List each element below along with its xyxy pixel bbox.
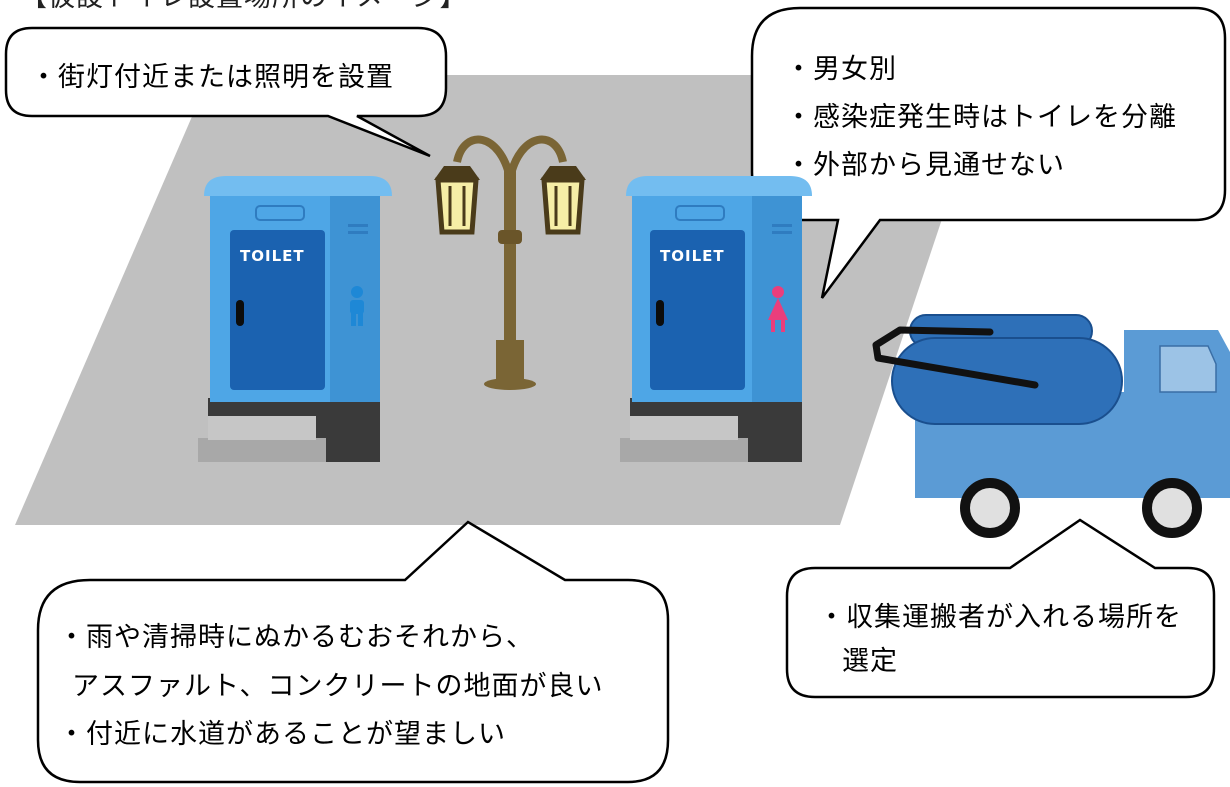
toilet-label: TOILET [660, 247, 725, 265]
female-sign-icon [768, 286, 788, 332]
callout-separation-line-1: ・男女別 [785, 54, 897, 85]
callout-access-line-2: 選定 [842, 646, 898, 677]
callout-ground-line-1: ・雨や清掃時にぬかるむおそれから、 [58, 622, 534, 653]
callout-separation-line-3: ・外部から見通せない [785, 150, 1065, 181]
male-sign-icon [350, 286, 364, 326]
callout-bubble-access [785, 518, 1216, 699]
callout-separation-line-2: ・感染症発生時はトイレを分離 [785, 102, 1177, 133]
toilet-male: TOILET [198, 176, 392, 462]
header-title: 【仮設トイレ設置場所のイメージ】 [20, 0, 467, 11]
callout-bubble-separation [750, 6, 1227, 299]
callout-ground-line-3: ・付近に水道があることが望ましい [58, 719, 506, 750]
callout-bubble-ground [36, 520, 670, 784]
callout-ground-line-2: アスファルト、コンクリートの地面が良い [72, 671, 604, 702]
toilet-female: TOILET [620, 176, 812, 462]
street-lamp-icon [434, 135, 586, 390]
callout-bubble-lighting [4, 26, 448, 158]
vacuum-truck-icon [872, 314, 1230, 538]
callout-access-line-1: ・収集運搬者が入れる場所を [818, 602, 1182, 633]
callout-lighting-line-1: ・街灯付近または照明を設置 [30, 62, 394, 93]
toilet-label: TOILET [240, 247, 305, 265]
